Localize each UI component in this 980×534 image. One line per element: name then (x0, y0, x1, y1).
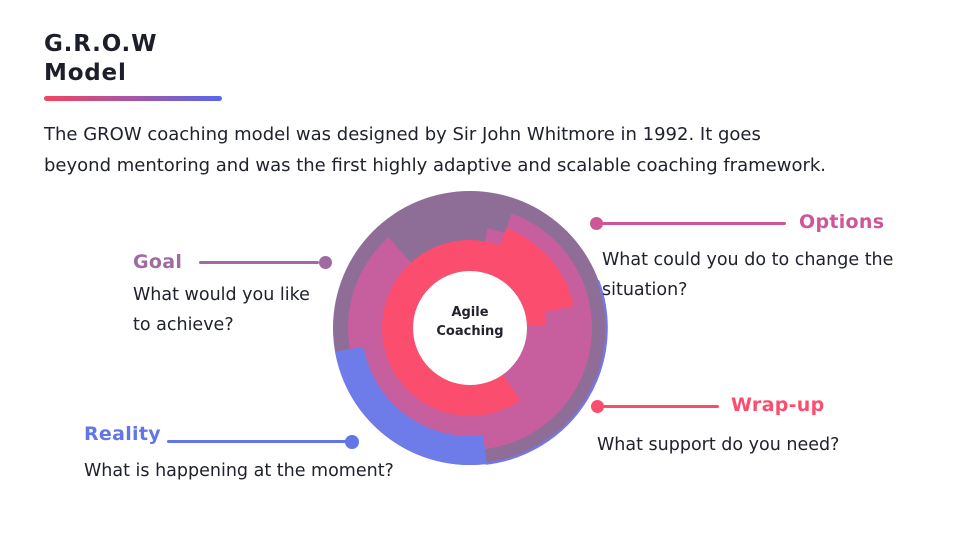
wrap-up-label: Wrap-up (731, 394, 825, 416)
outer-edge-arc (485, 280, 608, 465)
page-title-line2: Model (44, 60, 127, 86)
goal-question: What would you like to achieve? (133, 285, 310, 335)
reality-connector-line (167, 440, 346, 443)
center-circle (413, 271, 527, 385)
reality-connector-dot (345, 435, 359, 449)
center-label-line2: Coaching (436, 324, 504, 339)
intro-text: The GROW coaching model was designed by … (44, 124, 826, 176)
reality-label: Reality (84, 423, 161, 445)
options-question: What could you do to change the situatio… (602, 250, 894, 300)
goal-label: Goal (133, 251, 183, 273)
page-title-line1: G.R.O.W (44, 31, 158, 57)
goal-connector-dot (319, 256, 332, 269)
center-label: Agile Coaching (400, 303, 540, 341)
options-connector-line (602, 222, 786, 225)
reality-question: What is happening at the moment? (84, 461, 394, 481)
wrap-up-question: What support do you need? (597, 435, 840, 455)
page-title: G.R.O.W Model (44, 30, 157, 88)
inner-ring-arc-head (489, 228, 574, 317)
title-underline (44, 96, 222, 101)
wrap-up-connector-dot (591, 400, 604, 413)
inner-ring-arc (382, 240, 521, 417)
options-label: Options (799, 211, 885, 233)
goal-connector-line (199, 261, 319, 264)
wrap-up-connector-line (603, 405, 719, 408)
center-label-line1: Agile (451, 305, 489, 320)
reality-arc (335, 346, 487, 466)
inner-ring-arc-step (525, 312, 546, 326)
options-connector-dot (590, 217, 603, 230)
